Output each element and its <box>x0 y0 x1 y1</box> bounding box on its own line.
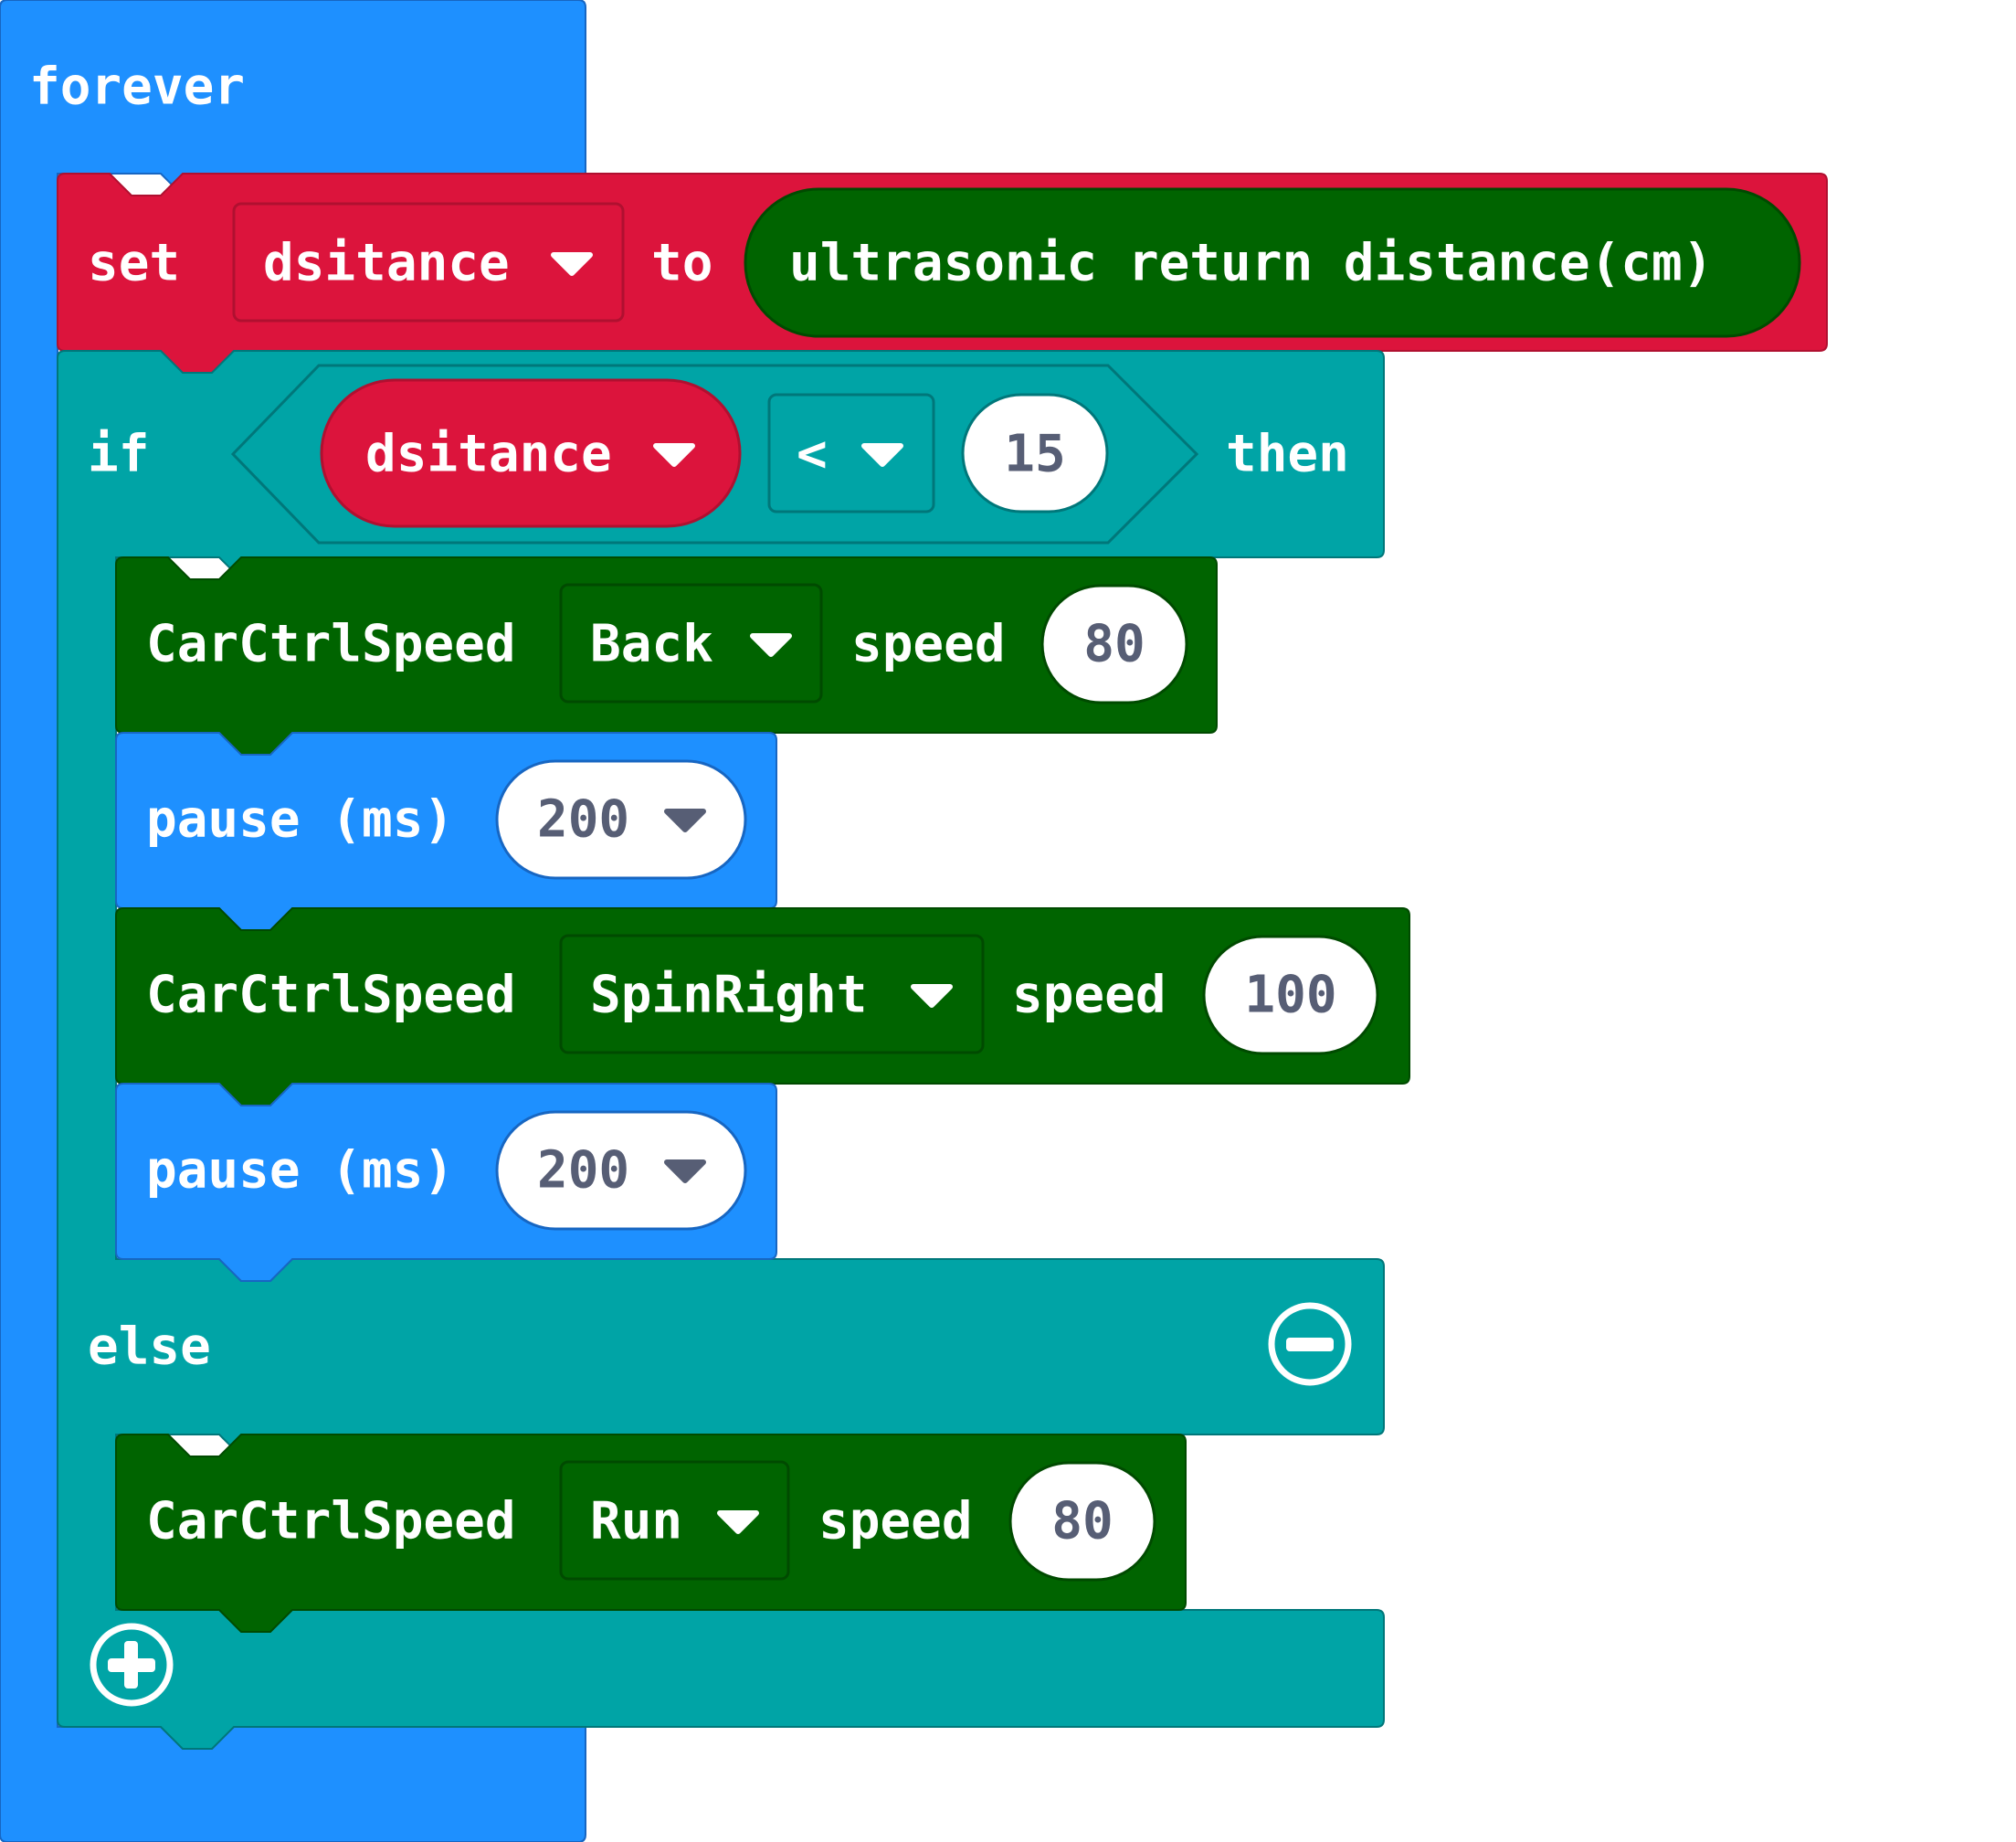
pause-label: pause (ms) <box>146 1141 454 1201</box>
triangle-down-icon <box>861 443 903 467</box>
pause-duration-dropdown[interactable]: 200 <box>495 1110 747 1231</box>
speed-label: speed <box>851 615 1006 674</box>
if-block-body[interactable] <box>57 350 1385 1750</box>
direction-label: Run <box>590 1492 682 1551</box>
direction-dropdown[interactable]: Run <box>559 1460 790 1581</box>
speed-label: speed <box>1012 966 1166 1025</box>
ultrasonic-distance-reporter[interactable]: ultrasonic return distance(cm) <box>744 187 1801 338</box>
triangle-down-icon <box>664 809 706 832</box>
variable-dropdown-label: dsitance <box>263 234 510 293</box>
direction-dropdown[interactable]: SpinRight <box>559 934 985 1054</box>
car-ctrl-speed-label: CarCtrlSpeed <box>146 1492 516 1551</box>
speed-value: 80 <box>1051 1492 1113 1551</box>
variable-dropdown[interactable]: dsitance <box>232 202 625 323</box>
compare-value-text: 15 <box>1004 425 1065 484</box>
pause-block[interactable]: pause (ms) 200 <box>115 732 777 931</box>
condition-variable-label: dsitance <box>365 425 612 484</box>
minus-circle-icon[interactable] <box>1268 1302 1352 1386</box>
compare-value-input[interactable]: 15 <box>961 393 1109 513</box>
speed-input[interactable]: 80 <box>1008 1461 1156 1582</box>
car-ctrl-speed-block[interactable]: CarCtrlSpeed Back speed 80 <box>115 556 1218 756</box>
operator-dropdown[interactable]: < <box>767 393 935 513</box>
pause-duration-dropdown[interactable]: 200 <box>495 759 747 880</box>
car-ctrl-speed-block[interactable]: CarCtrlSpeed Run speed 80 <box>115 1434 1187 1633</box>
direction-dropdown[interactable]: Back <box>559 583 823 704</box>
speed-label: speed <box>818 1492 973 1551</box>
speed-input[interactable]: 100 <box>1202 935 1379 1055</box>
pause-label: pause (ms) <box>146 790 454 850</box>
set-label: set <box>88 234 180 293</box>
car-ctrl-speed-block[interactable]: CarCtrlSpeed SpinRight speed 100 <box>115 907 1410 1106</box>
pause-duration-value: 200 <box>537 790 629 850</box>
speed-value: 80 <box>1083 615 1145 674</box>
then-label: then <box>1226 425 1349 484</box>
triangle-down-icon <box>664 1159 706 1183</box>
triangle-down-icon <box>750 633 792 657</box>
speed-input[interactable]: 80 <box>1040 584 1188 704</box>
operator-label: < <box>797 425 828 484</box>
condition-variable-reporter[interactable]: dsitance <box>320 378 742 528</box>
car-ctrl-speed-label: CarCtrlSpeed <box>146 966 516 1025</box>
if-else-block[interactable]: if dsitance < 15 then CarCtrlSpeed <box>57 350 1410 1750</box>
pause-block[interactable]: pause (ms) 200 <box>115 1083 777 1282</box>
direction-label: SpinRight <box>590 966 867 1025</box>
direction-label: Back <box>590 615 713 674</box>
speed-value: 100 <box>1244 966 1336 1025</box>
comparison-condition[interactable]: dsitance < 15 <box>230 364 1199 545</box>
ultrasonic-distance-label: ultrasonic return distance(cm) <box>789 234 1713 293</box>
forever-label: forever <box>29 58 245 117</box>
triangle-down-icon <box>911 984 953 1008</box>
if-label: if <box>88 425 149 484</box>
else-label: else <box>88 1318 211 1377</box>
pause-duration-value: 200 <box>537 1141 629 1201</box>
to-label: to <box>651 234 712 293</box>
plus-circle-icon[interactable] <box>90 1623 174 1707</box>
car-ctrl-speed-label: CarCtrlSpeed <box>146 615 516 674</box>
triangle-down-icon <box>653 443 695 467</box>
triangle-down-icon <box>551 252 593 276</box>
triangle-down-icon <box>717 1510 759 1534</box>
set-variable-block[interactable]: set dsitance to ultrasonic return distan… <box>57 173 1828 374</box>
